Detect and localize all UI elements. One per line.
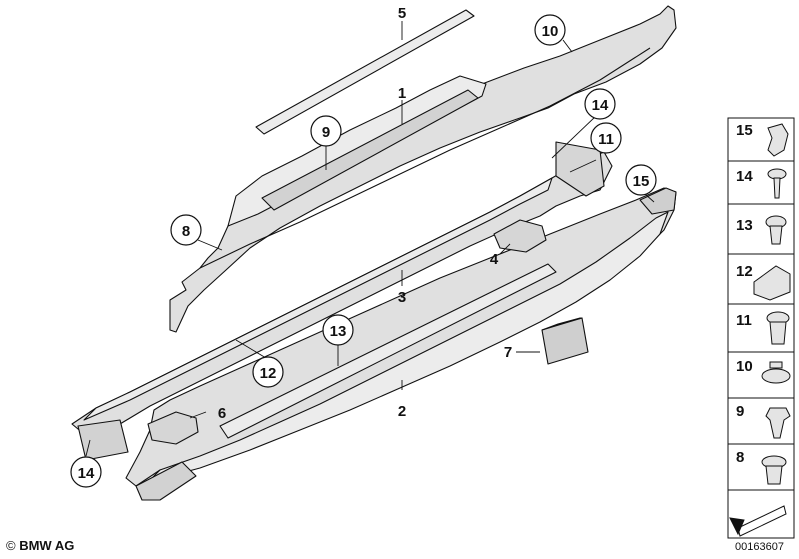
callout-15-circle — [625, 164, 657, 196]
legend-clip-9-icon — [765, 407, 791, 439]
legend-label-9: 9 — [736, 403, 744, 420]
callout-15: 15 — [633, 173, 650, 190]
label-3: 3 — [398, 289, 406, 306]
legend-box-14 — [727, 160, 795, 205]
legend-clip-15-icon — [767, 123, 789, 157]
callout-14b: 14 — [78, 465, 95, 482]
callout-12: 12 — [260, 365, 277, 382]
part-11-front-bracket — [555, 141, 605, 197]
legend-label-14: 14 — [736, 168, 753, 185]
part-15-skirt-end — [639, 187, 677, 215]
legend-screw-14-shank-icon — [773, 177, 781, 199]
legend-label-11: 11 — [736, 312, 752, 329]
part-4-bracket — [493, 219, 547, 253]
part-7-block — [541, 317, 589, 365]
callout-13: 13 — [330, 323, 347, 340]
brand-name: BMW AG — [19, 538, 75, 553]
part-2-skirt-rear — [135, 461, 197, 501]
callout-11: 11 — [598, 131, 614, 148]
callout-13-circle — [322, 314, 354, 346]
legend-screw-13-shank-icon — [769, 225, 783, 245]
label-2: 2 — [398, 403, 406, 420]
callout-9-circle — [310, 115, 342, 147]
part-1-clip-plate — [261, 89, 479, 211]
callout-9: 9 — [322, 124, 330, 141]
part-6-bracket — [147, 411, 199, 445]
callout-12-circle — [252, 356, 284, 388]
part-14-end-bracket — [77, 419, 129, 461]
part-2-skirt-flange — [219, 263, 557, 439]
legend-label-10: 10 — [736, 358, 753, 375]
copyright-mark: © — [6, 538, 16, 553]
part-3-rocker-face — [83, 177, 553, 421]
legend-direction-arrowhead-icon — [729, 517, 745, 536]
label-6: 6 — [218, 405, 226, 422]
legend-rivet-11-body-icon — [769, 321, 787, 345]
part-2-skirt-face — [147, 211, 669, 483]
callout-11-circle — [590, 122, 622, 154]
legend-label-12: 12 — [736, 263, 753, 280]
callout-10-circle — [534, 14, 566, 46]
label-7: 7 — [504, 344, 512, 361]
callout-14b-circle — [70, 456, 102, 488]
label-1: 1 — [398, 85, 406, 102]
legend-plug-8-body-icon — [765, 465, 783, 485]
legend-clipnut-12-icon — [753, 265, 791, 301]
legend-label-8: 8 — [736, 449, 744, 466]
legend-box-9 — [727, 397, 795, 445]
document-number: 00163607 — [735, 541, 784, 553]
label-5: 5 — [398, 5, 406, 22]
part-5-trim-strip — [255, 9, 475, 135]
legend-label-15: 15 — [736, 122, 753, 139]
legend-rivet-10-icon — [761, 368, 791, 384]
label-4: 4 — [490, 251, 499, 268]
callout-8-circle — [170, 214, 202, 246]
callout-10: 10 — [542, 23, 559, 40]
callout-8: 8 — [182, 223, 190, 240]
legend-direction-arrow-icon — [737, 505, 787, 537]
legend-label-13: 13 — [736, 217, 753, 234]
legend-column: 15 14 13 12 11 10 9 8 — [727, 117, 795, 539]
part-7-block-top — [541, 317, 583, 331]
legend-box-8 — [727, 443, 795, 491]
callout-14: 14 — [592, 97, 609, 114]
copyright-notice: © BMW AG — [6, 538, 74, 553]
part-8-sill-edge — [199, 47, 651, 269]
callout-14-circle — [584, 88, 616, 120]
legend-rivet-10-body-icon — [769, 361, 783, 369]
